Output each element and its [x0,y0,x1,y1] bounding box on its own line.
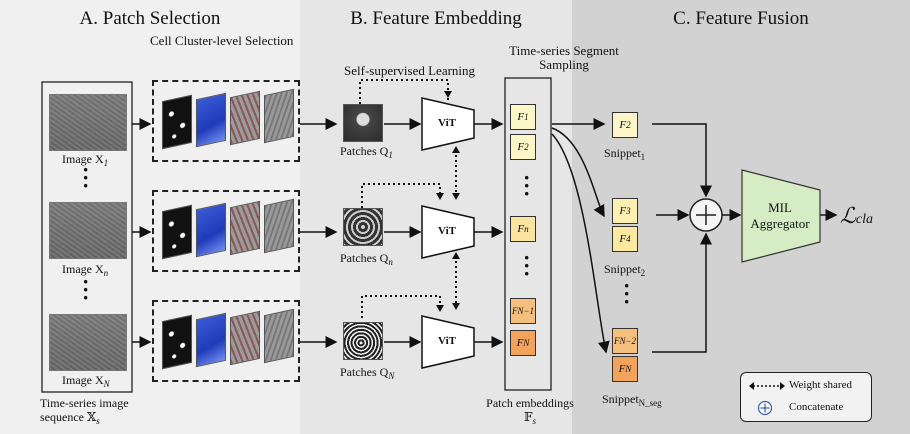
vertical-dots: ··· [623,273,631,314]
panel-a-title: A. Patch Selection [79,8,221,29]
image-tile-N [49,314,127,371]
self-supervised-label: Self-supervised Learning [344,63,476,78]
legend: Weight shared Concatenate [740,372,872,422]
red-slice [230,310,260,366]
patches-label-N: Patches QN [340,365,395,381]
gray-slice [264,88,294,144]
vit-label-n: ViT [438,225,456,237]
vertical-dots: ··· [523,165,531,206]
patch-embeddings-label: Patch embeddings 𝔽s [486,396,574,426]
vertical-dots: ··· [82,269,90,310]
image-tile-n [49,202,127,259]
red-slice [230,200,260,256]
snippet-label-2: Snippet2 [604,262,646,278]
cluster-selection-box-2 [152,190,300,272]
snippet-label-1: Snippet1 [604,146,646,162]
cluster-selection-box-3 [152,300,300,382]
mask-slice [162,204,192,260]
patches-label-1: Patches Q1 [340,144,393,160]
legend-weight-shared: Weight shared [789,379,852,391]
vit-encoder-1 [421,97,475,151]
weight-shared-icon [749,382,785,390]
vit-encoder-n [421,205,475,259]
gray-slice [264,308,294,364]
vit-label-N: ViT [438,335,456,347]
blue-slice [196,92,226,148]
image-sequence-caption: Time-series image sequence 𝕏s [40,396,129,426]
blue-slice [196,202,226,258]
legend-concatenate: Concatenate [789,401,844,413]
image-label-n: Image Xn [62,262,109,278]
panel-b-title: B. Feature Embedding [350,8,522,29]
image-tile-1 [49,94,127,151]
red-slice [230,90,260,146]
mil-aggregator-shape [741,169,821,263]
cluster-selection-box-1 [152,80,300,162]
mask-slice [162,94,192,150]
vertical-dots: ··· [523,245,531,286]
image-label-N: Image XN [62,373,110,389]
patch-stack-n [343,208,383,246]
patch-stack-N [343,322,383,360]
image-label-1: Image X1 [62,152,109,168]
mask-slice [162,314,192,370]
cell-cluster-selection-title: Cell Cluster-level Selection [150,33,294,48]
blue-slice [196,312,226,368]
patches-label-n: Patches Qn [340,251,393,267]
concatenate-icon [757,400,773,416]
gray-slice [264,198,294,254]
loss-label: ℒcla [840,203,873,228]
vit-encoder-N [421,315,475,369]
snippet-label-Nseg: SnippetN_seg [602,392,662,408]
vit-label-1: ViT [438,117,456,129]
patch-stack-1 [343,104,383,142]
panel-c-title: C. Feature Fusion [673,8,809,29]
vertical-dots: ··· [82,157,90,198]
